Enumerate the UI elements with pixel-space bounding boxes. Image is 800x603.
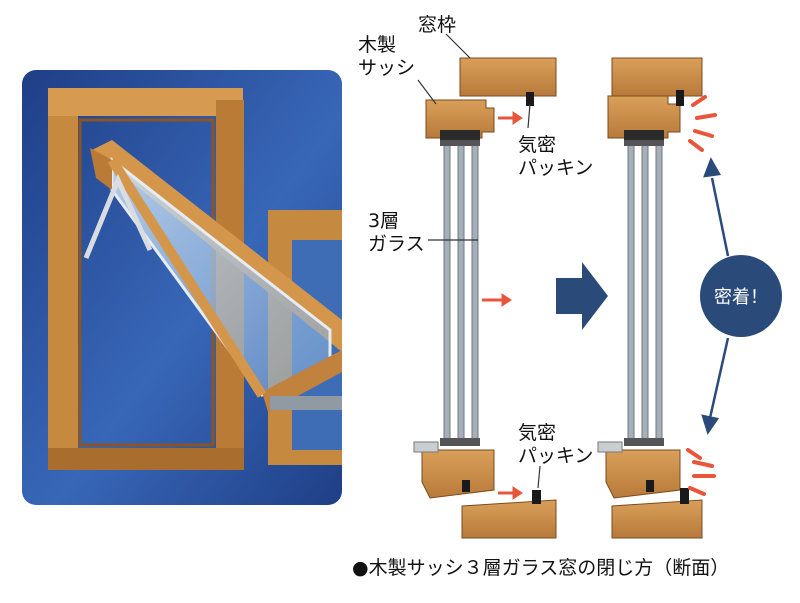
transition-arrow — [556, 262, 608, 330]
label-packing-top-line1: 気密 — [518, 134, 557, 156]
label-packing-bottom-line2: パッキン — [518, 445, 594, 467]
seal-badge: 密着！ — [700, 255, 782, 337]
arrow-top-left — [498, 111, 523, 125]
open-arrows — [482, 111, 523, 500]
seal-emphasis-top — [688, 95, 717, 152]
figure-caption: ●木製サッシ３層ガラス窓の閉じ方（断面） — [352, 557, 730, 579]
label-sash-line2: サッシ — [358, 57, 416, 79]
seal-emphasis-bottom — [686, 448, 716, 496]
gasket-top-right — [676, 90, 684, 106]
photo-opened-sash — [90, 140, 342, 412]
window-frame-top — [459, 57, 557, 97]
label-frame: 窓枠 — [418, 14, 457, 36]
sash-bottom-right — [605, 449, 681, 499]
gasket-bottom-right — [680, 488, 689, 504]
label-glass-line1: 3層 — [368, 210, 400, 232]
window-frame-bottom-right — [611, 499, 703, 539]
arrow-middle-left — [482, 293, 512, 307]
window-photo — [22, 70, 342, 505]
section-closed — [597, 57, 703, 539]
section-open — [413, 57, 557, 539]
badge-pointers — [701, 157, 730, 435]
label-packing-top-line2: パッキン — [518, 157, 594, 179]
label-glass-line2: ガラス — [368, 233, 425, 255]
gasket-top-left — [526, 92, 534, 106]
gasket-bottom-left — [532, 490, 541, 504]
photo-window-stay — [83, 173, 153, 259]
label-sash-line1: 木製 — [358, 34, 397, 56]
triple-glass-left — [440, 140, 480, 446]
window-frame-bottom-left — [461, 499, 557, 539]
sash-bottom-left — [421, 449, 495, 499]
window-frame-top-right — [611, 57, 703, 97]
triple-glass-right — [624, 140, 664, 446]
leader-lines — [417, 33, 541, 489]
arrow-bottom-left — [498, 486, 523, 500]
label-packing-bottom-line1: 気密 — [518, 422, 557, 444]
